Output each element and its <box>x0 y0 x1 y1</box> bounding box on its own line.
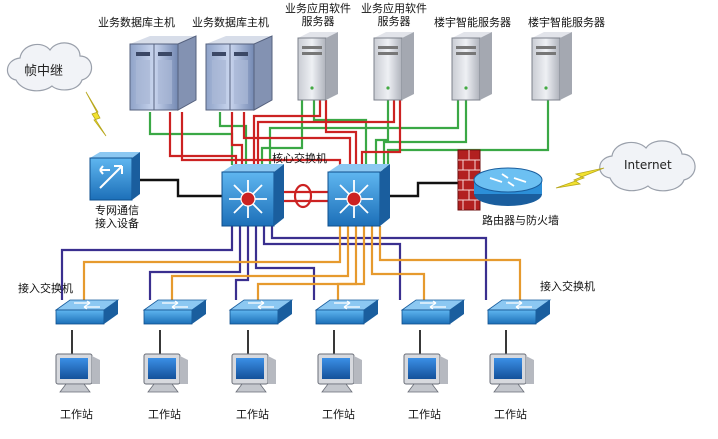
app-server-1 <box>297 32 338 101</box>
app-server-2 <box>373 32 414 101</box>
db-host-2 <box>205 35 273 111</box>
internet-lightning-icon <box>555 167 605 189</box>
workstation-6-label: 工作站 <box>494 408 527 421</box>
access-switch-right-label: 接入交换机 <box>540 280 595 293</box>
access-switch-1-icon <box>54 299 120 325</box>
workstation-4-label: 工作站 <box>322 408 355 421</box>
workstation-3-monitor-icon <box>231 353 276 393</box>
core-switch-2-icon <box>327 164 390 227</box>
access-switch-4-icon <box>314 299 380 325</box>
bms-server-2-label: 楼宇智能服务器 <box>528 16 605 29</box>
workstation-2-monitor-icon <box>143 353 188 393</box>
workstation-2-label: 工作站 <box>148 408 181 421</box>
dedicated-access-label: 专网通信 接入设备 <box>95 204 139 230</box>
bms-server-1-label: 楼宇智能服务器 <box>434 16 511 29</box>
workstation-4-monitor-icon <box>317 353 362 393</box>
access-switch-2-icon <box>142 299 208 325</box>
db-host-1-label: 业务数据库主机 <box>98 16 175 29</box>
frame-relay-label: 帧中继 <box>24 64 64 79</box>
db-host-1 <box>129 35 197 111</box>
internet-label: Internet <box>624 158 672 172</box>
workstation-1-label: 工作站 <box>60 408 93 421</box>
workstation-1-monitor-icon <box>55 353 100 393</box>
access-switch-3-icon <box>228 299 294 325</box>
core-interlink <box>278 183 328 209</box>
internet-cloud-icon <box>599 140 696 192</box>
links-black <box>135 178 476 198</box>
workstation-3-label: 工作站 <box>236 408 269 421</box>
access-switch-left-label: 接入交换机 <box>18 282 73 295</box>
access-switches <box>54 299 552 325</box>
workstations <box>55 353 534 393</box>
frame-relay-lightning-icon <box>85 91 107 137</box>
links-workstations <box>71 330 507 354</box>
bms-server-1 <box>451 32 492 101</box>
router-icon <box>473 167 543 206</box>
app-server-2-label: 业务应用软件 服务器 <box>361 2 427 28</box>
dedicated-access-device-icon <box>89 152 140 201</box>
core-switch-label: 核心交换机 <box>272 152 327 165</box>
workstation-5-label: 工作站 <box>408 408 441 421</box>
bms-server-2 <box>531 32 572 101</box>
access-switch-5-icon <box>400 299 466 325</box>
router-firewall-label: 路由器与防火墙 <box>482 214 559 227</box>
core-switch-1-icon <box>221 164 284 227</box>
links-lower <box>60 226 522 300</box>
access-switch-6-icon <box>486 299 552 325</box>
frame-relay-cloud-icon <box>6 42 93 92</box>
app-server-1-label: 业务应用软件 服务器 <box>285 2 351 28</box>
workstation-5-monitor-icon <box>403 353 448 393</box>
db-host-2-label: 业务数据库主机 <box>192 16 269 29</box>
workstation-6-monitor-icon <box>489 353 534 393</box>
